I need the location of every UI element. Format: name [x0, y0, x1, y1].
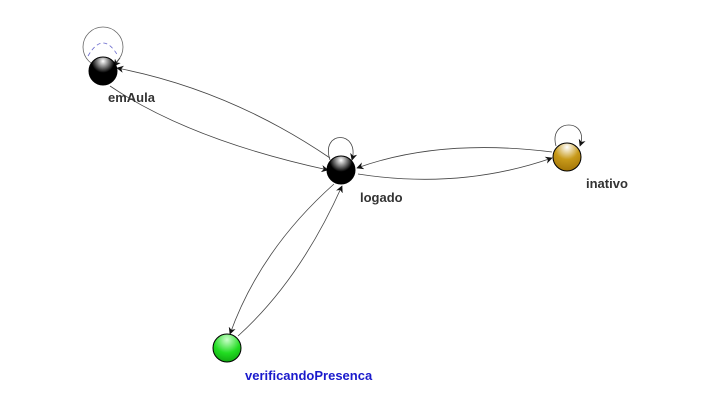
node-logado[interactable]: logado — [326, 155, 403, 205]
edge-logado-to-inativo — [357, 156, 553, 180]
edge-inativo-to-logado — [356, 147, 553, 170]
node-label-logado: logado — [360, 190, 403, 205]
node-label-inativo: inativo — [586, 176, 628, 191]
self-loop-inativo — [554, 124, 586, 147]
edge-emAula-to-logado — [109, 85, 329, 173]
edge-logado-to-verificandoPresenca — [228, 183, 335, 335]
self-loop-logado — [328, 137, 358, 161]
node-inativo[interactable]: inativo — [552, 142, 628, 191]
edge-logado-to-emAula — [116, 65, 331, 159]
node-label-emAula: emAula — [108, 90, 156, 105]
node-verificandoPresenca[interactable]: verificandoPresenca — [212, 333, 373, 383]
edge-verificandoPresenca-to-logado — [237, 185, 343, 337]
node-label-verificandoPresenca: verificandoPresenca — [245, 368, 373, 383]
node-emAula[interactable]: emAula — [88, 56, 156, 105]
